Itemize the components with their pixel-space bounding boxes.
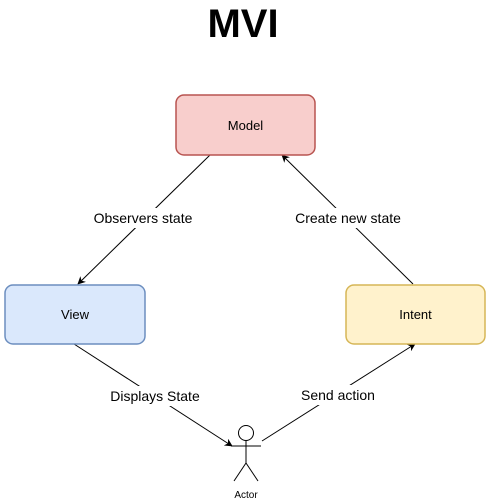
model-node[interactable]: Model [175, 94, 316, 156]
intent-node[interactable]: Intent [345, 284, 486, 345]
view-node-label: View [61, 307, 90, 322]
actor-right-leg [245, 462, 259, 482]
edge-label-observers-state: Observers state [94, 210, 193, 226]
actor-label: Actor [234, 490, 258, 501]
model-node-label: Model [228, 118, 264, 133]
intent-node-label: Intent [399, 307, 432, 322]
actor-left-leg [233, 462, 247, 482]
view-node[interactable]: View [4, 284, 146, 345]
actor-figure[interactable] [231, 425, 261, 482]
edge-label-displays-state: Displays State [110, 388, 200, 404]
edge-label-create-new-state: Create new state [295, 210, 401, 226]
actor-head [238, 425, 254, 441]
edge-label-send-action: Send action [301, 387, 375, 403]
diagram-title: MVI [207, 2, 279, 46]
